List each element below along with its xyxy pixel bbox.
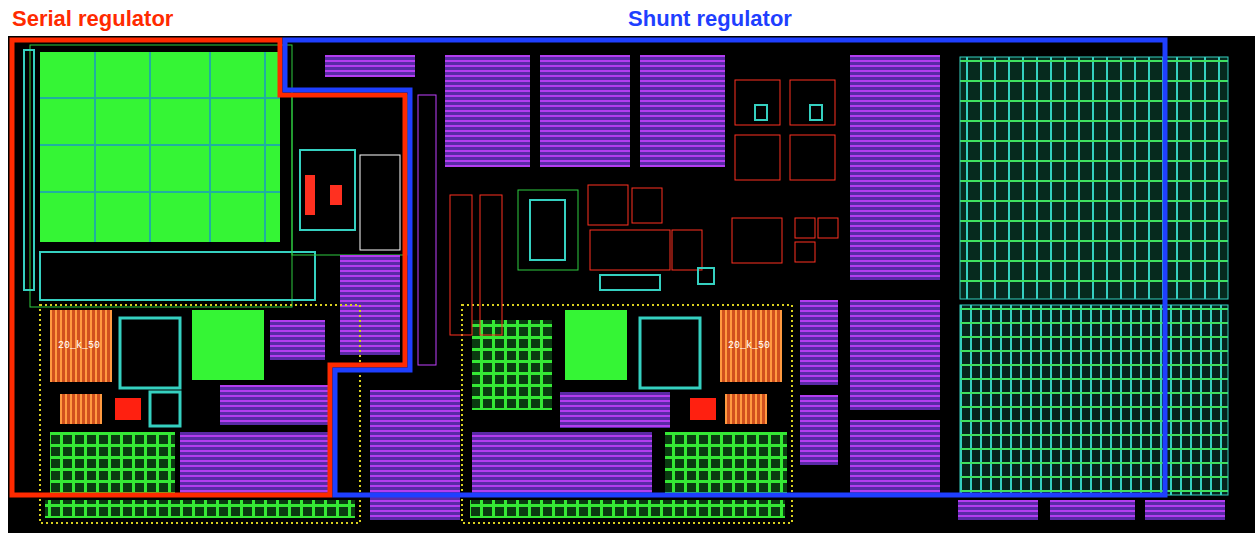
region-outline: Serial regulator xyxy=(8,4,414,500)
region-title: Shunt regulator xyxy=(628,6,792,32)
cell-label: 20_k_50 xyxy=(728,340,770,352)
amplifier-block xyxy=(462,305,792,523)
region-title: Serial regulator xyxy=(12,6,173,32)
amplifier-block xyxy=(40,305,360,523)
capacitor-array xyxy=(960,57,1228,495)
control-logic xyxy=(450,80,838,335)
region-outline: Shunt regulator xyxy=(282,4,1169,500)
region-border xyxy=(8,4,414,500)
region-border xyxy=(282,4,1169,500)
cell-label: 20_k_50 xyxy=(58,340,100,352)
